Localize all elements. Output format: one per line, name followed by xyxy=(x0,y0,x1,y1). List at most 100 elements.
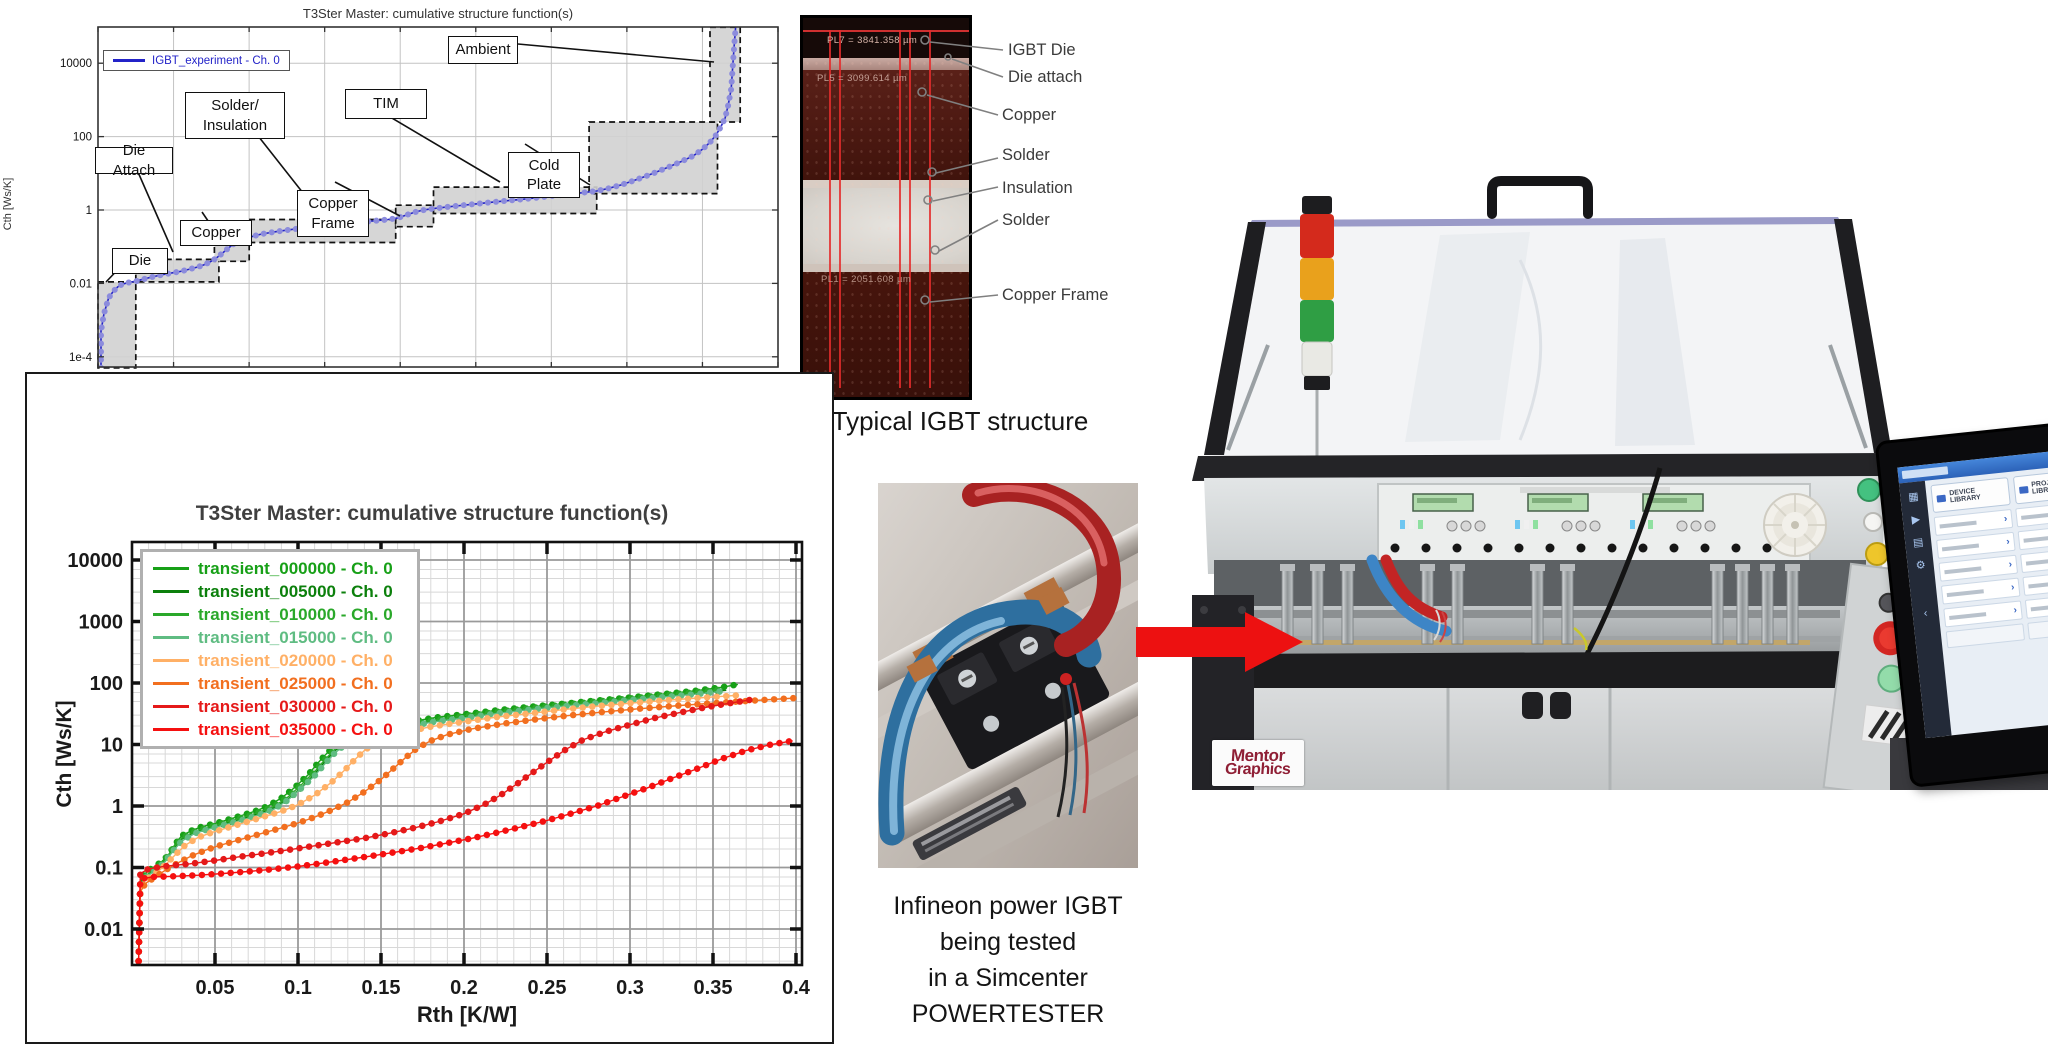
folder-icon xyxy=(1936,494,1947,503)
svg-text:0.01: 0.01 xyxy=(70,278,92,290)
legend-item: transient_010000 - Ch. 0 xyxy=(153,605,407,624)
project-library-button[interactable]: PROJECT LIBRARY xyxy=(2012,468,2048,505)
layer-label-solder: Solder xyxy=(1002,146,1050,164)
list-item[interactable]: › xyxy=(1940,577,2021,605)
svg-text:0.15: 0.15 xyxy=(362,977,401,999)
legend-line-swatch xyxy=(153,681,189,686)
svg-text:100: 100 xyxy=(90,673,123,695)
list-item[interactable]: › xyxy=(2024,591,2048,619)
legend-label: transient_025000 - Ch. 0 xyxy=(198,673,393,693)
legend-line-swatch xyxy=(153,727,189,732)
micrograph-red-line xyxy=(803,30,969,32)
folder-icon xyxy=(2018,485,2029,494)
svg-text:0.25: 0.25 xyxy=(528,977,567,999)
y-axis-label: Cth [Ws/K] xyxy=(2,177,14,231)
legend-line-swatch xyxy=(113,59,145,62)
measurement-line xyxy=(929,30,931,388)
legend-line-swatch xyxy=(153,635,189,640)
legend-item: transient_005000 - Ch. 0 xyxy=(153,582,407,601)
list-item[interactable]: › xyxy=(1936,531,2016,559)
pointer-arrow xyxy=(1136,612,1303,672)
device-library-button[interactable]: DEVICE LIBRARY xyxy=(1930,477,2011,514)
legend-item: transient_025000 - Ch. 0 xyxy=(153,674,407,693)
legend: transient_000000 - Ch. 0 transient_005000… xyxy=(140,549,420,749)
list-item[interactable]: › xyxy=(2015,500,2048,528)
grid-icon[interactable]: ▦ xyxy=(1907,490,1920,504)
legend-line-swatch xyxy=(153,589,189,594)
gear-icon[interactable]: ⚙ xyxy=(1915,559,1927,573)
svg-text:10: 10 xyxy=(101,735,123,757)
button-label: DEVICE LIBRARY xyxy=(1948,487,1982,505)
svg-text:0.05: 0.05 xyxy=(196,977,235,999)
region-boxes xyxy=(97,26,742,369)
test-chamber xyxy=(1214,467,1866,658)
annotation-cold-plate: Cold Plate xyxy=(508,152,580,198)
svg-text:0.35: 0.35 xyxy=(694,977,733,999)
annotation-solder-insulation: Solder/ Insulation xyxy=(185,92,285,139)
legend-label: transient_000000 - Ch. 0 xyxy=(198,558,393,578)
annotation-die: Die xyxy=(112,248,168,274)
svg-text:0.1: 0.1 xyxy=(95,858,123,880)
annotation-die-attach: Die Attach xyxy=(95,142,173,179)
micrograph-caption: Typical IGBT structure xyxy=(831,406,1089,436)
list-item[interactable]: › xyxy=(2020,546,2048,574)
x-axis-label: Rth [K/W] xyxy=(416,1002,518,1027)
legend-label: transient_010000 - Ch. 0 xyxy=(198,604,393,624)
legend-label: transient_035000 - Ch. 0 xyxy=(198,719,393,739)
back-icon[interactable]: ‹ xyxy=(1923,607,1929,620)
caption-line: being tested xyxy=(939,928,1077,956)
layer-label-copper-frame: Copper Frame xyxy=(1002,286,1109,304)
measurement-line xyxy=(899,30,901,388)
layer-label-die-attach: Die attach xyxy=(1008,68,1083,86)
blue-coolant-hose xyxy=(1366,554,1452,637)
legend-item: transient_015000 - Ch. 0 xyxy=(153,628,407,647)
legend-item: transient_030000 - Ch. 0 xyxy=(153,697,407,716)
legend-line-swatch xyxy=(153,612,189,617)
svg-text:0.2: 0.2 xyxy=(450,977,478,999)
svg-text:0.1: 0.1 xyxy=(284,977,312,999)
door-handle xyxy=(1550,692,1571,719)
measurement-pl7: PL7 = 3841.358 µm xyxy=(827,35,918,46)
speaker-fan xyxy=(1763,493,1827,557)
measurement-line xyxy=(909,30,911,388)
touchscreen[interactable]: ▦ ▶ ▤ ⚙ ‹ DEVICE LIBRARY PROJECT LIBRARY xyxy=(1897,447,2048,739)
measurement-pl5: PL5 = 3099.614 µm xyxy=(817,73,908,84)
layer-label-copper: Copper xyxy=(1002,106,1057,124)
list-item[interactable]: › xyxy=(2022,568,2048,596)
signal-tower-light xyxy=(1300,196,1334,560)
tower-amber-light xyxy=(1300,258,1334,300)
igbt-module-illustration xyxy=(878,483,1138,868)
lid-top-edge xyxy=(1248,217,1842,227)
annotation-copper-frame: Copper Frame xyxy=(297,190,369,237)
svg-text:1: 1 xyxy=(86,205,92,217)
list-item[interactable]: › xyxy=(2017,523,2048,551)
pager-button[interactable] xyxy=(1945,623,2026,649)
layer-label-solder-2: Solder xyxy=(1002,211,1050,229)
play-icon[interactable]: ▶ xyxy=(1911,513,1921,527)
caption-line: in a Simcenter xyxy=(928,964,1088,992)
svg-text:1000: 1000 xyxy=(79,612,124,634)
lower-cabinet xyxy=(1206,688,1866,790)
list-item[interactable]: › xyxy=(1933,508,2014,536)
mentor-graphics-logo: Mentor Graphics xyxy=(1212,740,1304,786)
legend-item: transient_020000 - Ch. 0 xyxy=(153,651,407,670)
list-item[interactable]: › xyxy=(1943,600,2023,628)
svg-text:1: 1 xyxy=(112,796,123,818)
legend-label: transient_005000 - Ch. 0 xyxy=(198,581,393,601)
logo-line: Graphics xyxy=(1224,761,1292,778)
folder-icon[interactable]: ▤ xyxy=(1912,536,1925,550)
legend-item: transient_000000 - Ch. 0 xyxy=(153,559,407,578)
svg-text:10000: 10000 xyxy=(67,550,123,572)
svg-text:10000: 10000 xyxy=(60,58,92,70)
instrument-panel xyxy=(1377,483,1811,567)
tower-red-light xyxy=(1300,214,1334,258)
chart-title: T3Ster Master: cumulative structure func… xyxy=(302,6,574,21)
list-item[interactable]: › xyxy=(1938,554,2019,582)
lid-handle xyxy=(1487,176,1593,219)
annotation-copper: Copper xyxy=(180,220,252,246)
legend-item: transient_035000 - Ch. 0 xyxy=(153,720,407,739)
annotation-tim: TIM xyxy=(345,89,427,119)
micrograph-leader-lines xyxy=(917,35,1004,305)
probe-cable xyxy=(1583,467,1663,658)
